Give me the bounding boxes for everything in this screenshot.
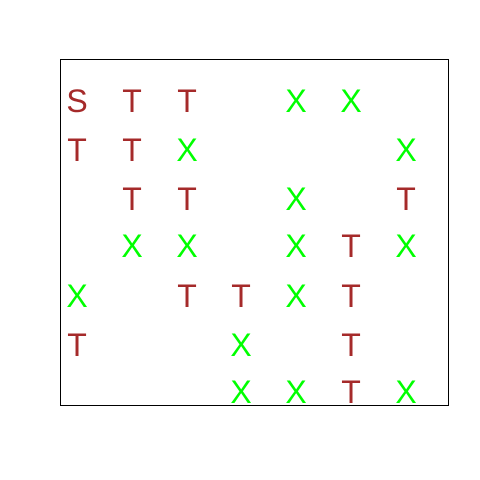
cell-target-r3-c5: T [341,228,361,264]
cell-start-r0-c0: S [66,83,88,119]
cell-obstacle-r2-c4: X [285,181,307,217]
cell-target-r4-c2: T [177,278,197,314]
cell-obstacle-r0-c5: X [340,83,362,119]
cell-target-r2-c6: T [396,181,416,217]
cell-obstacle-r3-c2: X [176,228,198,264]
cell-target-r1-c0: T [67,132,87,168]
cell-obstacle-r1-c2: X [176,132,198,168]
cell-target-r2-c2: T [177,181,197,217]
cell-obstacle-r3-c1: X [121,228,143,264]
cell-target-r5-c0: T [67,327,87,363]
cell-obstacle-r3-c4: X [285,228,307,264]
cell-obstacle-r6-c6: X [395,374,417,410]
cell-target-r6-c5: T [341,374,361,410]
cell-obstacle-r3-c6: X [395,228,417,264]
cell-obstacle-r5-c3: X [230,327,252,363]
cell-obstacle-r4-c4: X [285,278,307,314]
cell-obstacle-r6-c3: X [230,374,252,410]
cell-target-r2-c1: T [122,181,142,217]
cell-target-r1-c1: T [122,132,142,168]
cell-target-r5-c5: T [341,327,361,363]
cell-obstacle-r0-c4: X [285,83,307,119]
cell-target-r4-c3: T [231,278,251,314]
cell-obstacle-r6-c4: X [285,374,307,410]
cell-target-r4-c5: T [341,278,361,314]
cell-obstacle-r4-c0: X [66,278,88,314]
cell-target-r0-c2: T [177,83,197,119]
cell-obstacle-r1-c6: X [395,132,417,168]
cell-target-r0-c1: T [122,83,142,119]
